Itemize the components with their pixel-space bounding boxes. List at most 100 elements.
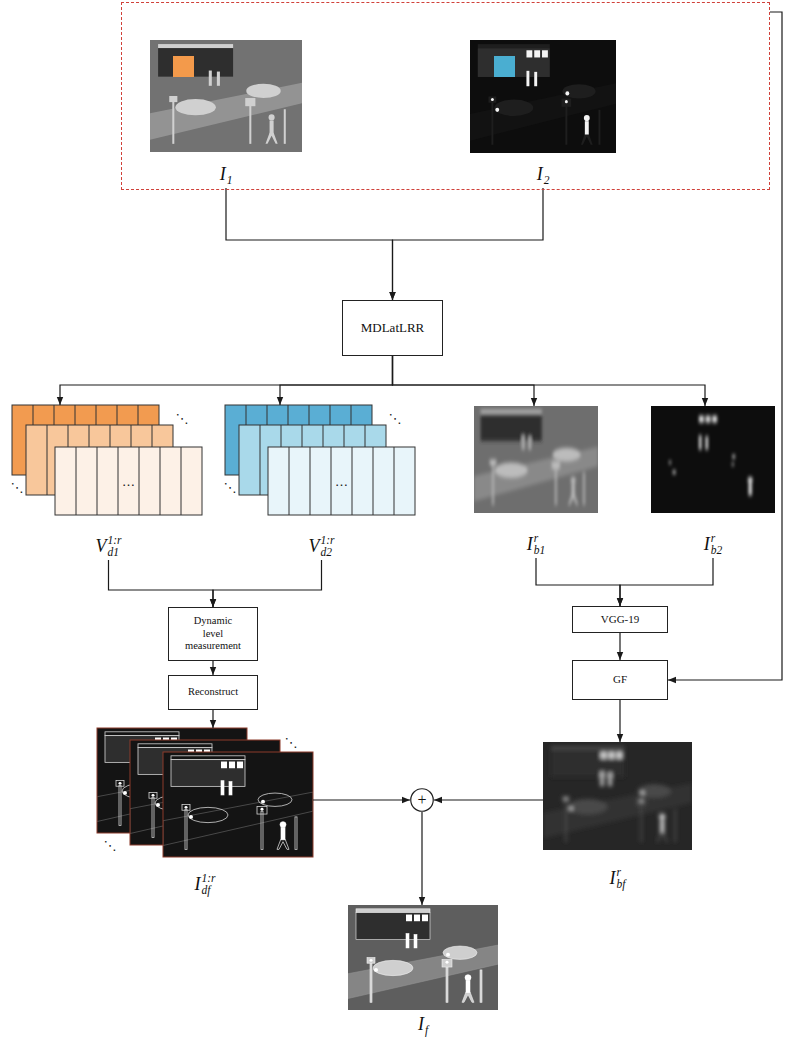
ellipsis-mark: ⋱ [176, 412, 189, 425]
sum-node: + [410, 788, 434, 812]
image-panel: I1:rdf [97, 728, 313, 898]
fused-base-image [543, 742, 692, 850]
symbol-name: I [220, 165, 226, 183]
flow-arrow [226, 188, 393, 300]
image-panel: V1:rd1 [12, 405, 205, 560]
index-column: 1:rdf [201, 872, 215, 896]
ellipsis-mark: … [122, 475, 135, 488]
subscript: f [425, 1024, 428, 1036]
image-panel: Irb1 [474, 406, 598, 558]
detail-vector-stack [12, 405, 202, 515]
box-label: Dynamic level measurement [185, 615, 241, 653]
symbol-name: I [610, 869, 616, 887]
process-box: Dynamic level measurement [168, 607, 258, 661]
symbol-name: V [95, 537, 106, 555]
image-panel: I1 [150, 40, 302, 188]
flow-arrow [280, 356, 393, 405]
image-label: If [348, 1012, 498, 1036]
ellipsis-mark: ⋱ [285, 736, 298, 749]
image-label: V1:rd1 [12, 534, 205, 558]
flow-arrow [620, 558, 713, 606]
ellipsis-mark: ⋱ [11, 481, 24, 494]
ellipsis-mark: ⋱ [104, 839, 117, 852]
subscript: d1 [107, 546, 119, 558]
fused-image [348, 905, 498, 1010]
process-box: GF [572, 660, 668, 700]
image-panel: V1:rd2 [225, 405, 418, 560]
index-column: 1:rd2 [320, 534, 334, 558]
image-label: Irbf [543, 866, 692, 890]
subscript: d2 [320, 546, 332, 558]
box-label: Reconstruct [188, 686, 238, 699]
symbol-name: I [527, 535, 533, 553]
flow-arrow [393, 356, 706, 406]
symbol-name: V [308, 537, 319, 555]
image-label: V1:rd2 [225, 534, 418, 558]
infrared-image [470, 40, 616, 153]
superscript: 1:r [320, 534, 334, 546]
image-label: Irb1 [474, 532, 598, 556]
box-label: GF [613, 673, 627, 686]
flow-arrow [212, 661, 213, 675]
ellipsis-mark: ⋱ [389, 412, 402, 425]
patch-marker [173, 56, 194, 77]
flow-arrow [421, 812, 422, 905]
detail-image-stack [97, 728, 313, 857]
index-column: f [425, 1012, 428, 1036]
image-label: Irb2 [651, 532, 775, 556]
box-label: VGG-19 [601, 613, 640, 626]
image-panel: Irbf [543, 742, 692, 892]
base-image [651, 406, 775, 513]
superscript: r [711, 532, 715, 544]
flow-arrow [109, 560, 214, 607]
image-label: I1 [150, 162, 302, 186]
index-column: rbf [617, 866, 626, 890]
detail-vector-stack [225, 405, 415, 515]
visible-image [150, 40, 302, 152]
input-group: I1I2 [121, 2, 770, 190]
patch-marker [494, 56, 515, 77]
ellipsis-mark: … [335, 475, 348, 488]
image-label: I1:rdf [97, 872, 313, 896]
symbol-name: I [418, 1015, 424, 1033]
image-panel: I2 [470, 40, 616, 188]
symbol-name: I [537, 165, 543, 183]
flow-arrow [393, 188, 544, 300]
subscript: df [201, 884, 210, 896]
index-column: rb2 [711, 532, 723, 556]
flow-arrow [668, 12, 782, 680]
flow-arrow [393, 356, 535, 406]
flow-arrow [313, 799, 410, 800]
base-image [474, 406, 598, 513]
superscript: 1:r [107, 534, 121, 546]
box-label: MDLatLRR [361, 320, 425, 336]
index-column: 1:rd1 [107, 534, 121, 558]
flow-arrow [434, 799, 543, 800]
subscript: b2 [711, 544, 723, 556]
image-panel: Irb2 [651, 406, 775, 558]
process-box: Reconstruct [168, 675, 258, 710]
flow-arrow [60, 356, 393, 405]
symbol-name: I [704, 535, 710, 553]
image-panel: If [348, 905, 498, 1038]
symbol-name: I [194, 875, 200, 893]
sum-sign: + [417, 792, 426, 808]
image-label: I2 [470, 162, 616, 186]
process-box: VGG-19 [572, 606, 668, 633]
subscript: bf [617, 878, 626, 890]
subscript: 1 [227, 174, 233, 186]
flow-arrow [619, 700, 620, 742]
superscript: r [617, 866, 621, 878]
index-column: 2 [544, 162, 550, 186]
index-column: rb1 [534, 532, 546, 556]
index-column: 1 [227, 162, 233, 186]
superscript: r [534, 532, 538, 544]
flow-arrow [536, 558, 620, 606]
subscript: 2 [544, 174, 550, 186]
flow-arrow [213, 560, 322, 607]
flow-arrow [212, 710, 213, 728]
flow-arrow [619, 633, 620, 660]
